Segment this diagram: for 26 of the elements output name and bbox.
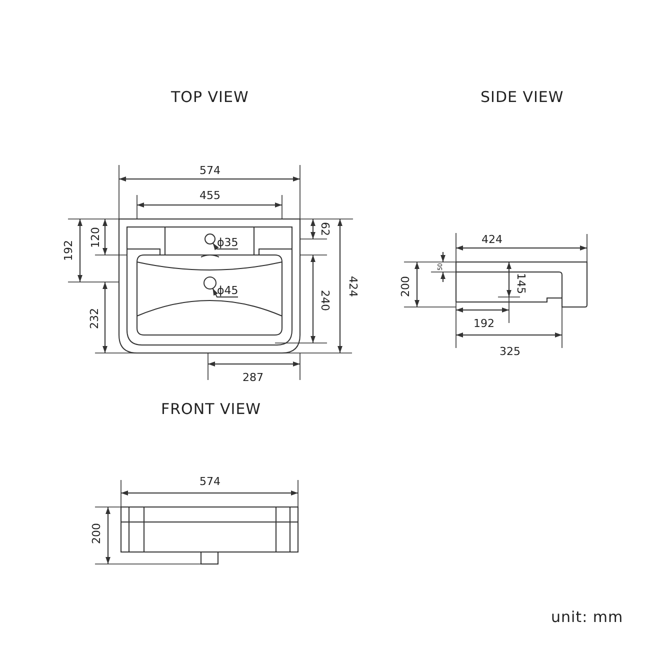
dimension-value: 145 (516, 272, 526, 294)
dimension-value: 574 (200, 476, 220, 486)
view-title: TOP VIEW (171, 90, 249, 104)
dimension-value: 424 (348, 276, 358, 296)
dimension-value: 424 (482, 234, 502, 244)
dimension-value: 240 (320, 290, 330, 310)
dimension-value: 455 (200, 190, 220, 200)
dimension-value: 574 (200, 164, 220, 176)
dimension-value: 287 (242, 372, 264, 382)
diameter-label: ϕ35 (217, 237, 238, 248)
dimension-value: 62 (320, 222, 330, 236)
dimension-value: 120 (90, 226, 100, 248)
dimension-value: 192 (474, 318, 494, 328)
dimension-value: 200 (400, 276, 410, 296)
view-title: FRONT VIEW (161, 402, 262, 416)
diameter-label: ϕ45 (217, 285, 238, 296)
leader-line (212, 242, 238, 250)
view-title: SIDE VIEW (480, 90, 564, 104)
dimension-value: 325 (500, 346, 520, 356)
dimension-value: 192 (62, 240, 74, 260)
dimension-value: 200 (90, 522, 102, 544)
drain-hole (204, 276, 216, 290)
dimension-value: 232 (88, 308, 100, 328)
tap-hole (204, 234, 216, 244)
unit-note: unit: mm (551, 610, 624, 624)
leader-line (212, 288, 238, 298)
